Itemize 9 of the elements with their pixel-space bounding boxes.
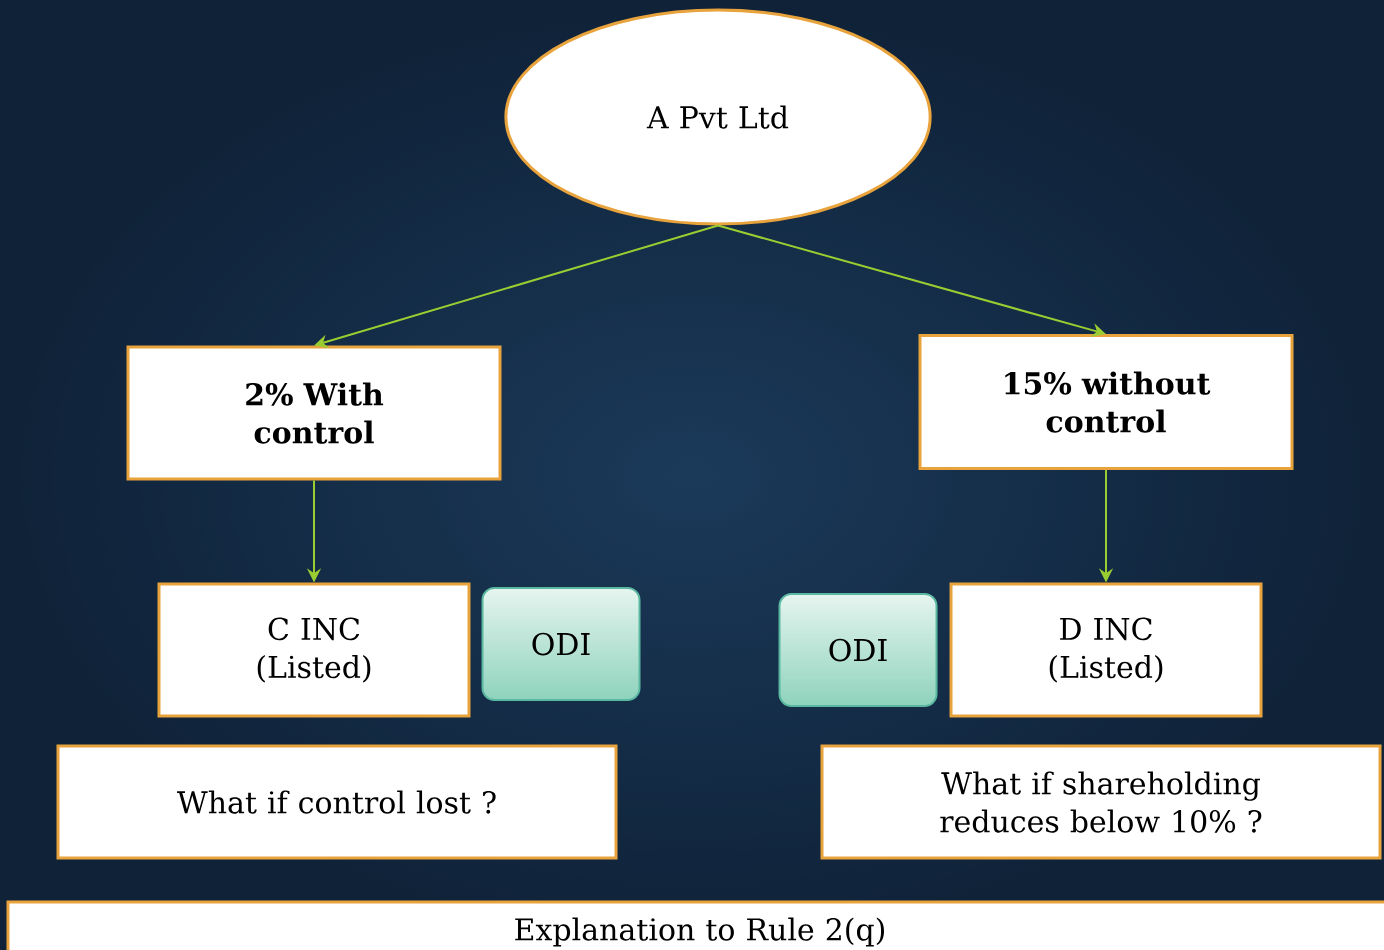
company-box: C INC (Listed)	[157, 582, 471, 718]
holding-box: 15% without control	[918, 334, 1294, 470]
question-box: What if control lost ?	[56, 744, 618, 860]
rule-banner: Explanation to Rule 2(q)	[6, 900, 1384, 950]
odi-box: ODI	[778, 593, 938, 708]
company-box: D INC (Listed)	[949, 582, 1263, 718]
holding-box: 2% With control	[126, 345, 502, 481]
odi-box: ODI	[481, 587, 641, 702]
question-box: What if shareholding reduces below 10% ?	[820, 744, 1382, 860]
